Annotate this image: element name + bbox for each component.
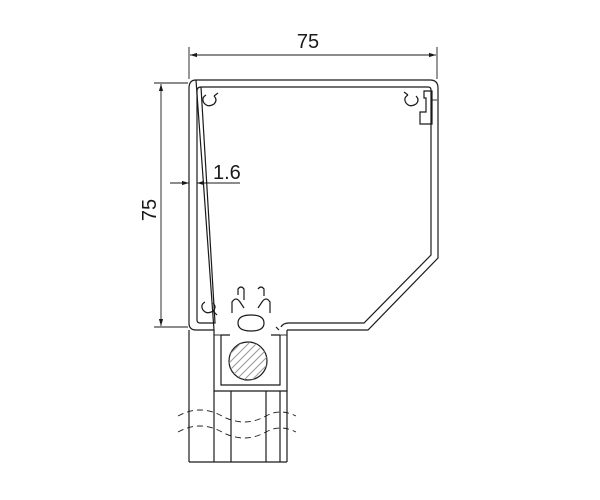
- height-dimension-label: 75: [139, 199, 161, 221]
- profile-outer-wall: [188, 79, 439, 331]
- seal-hatching: [229, 342, 267, 380]
- break-line-lower: [177, 425, 297, 439]
- round-seal: [228, 341, 268, 381]
- height-dimension: 75: [139, 82, 188, 328]
- screw-channel-top-right: [403, 91, 419, 107]
- width-dimension: 75: [188, 31, 438, 79]
- top-right-clip: [419, 90, 437, 125]
- screw-channel-top-left: [202, 92, 219, 107]
- wall-thickness-dimension: 1.6: [170, 162, 241, 186]
- wall-thickness-label: 1.6: [213, 162, 241, 184]
- width-dimension-label: 75: [297, 31, 319, 53]
- bottom-guide-channel: [213, 286, 288, 392]
- break-line-upper: [177, 409, 297, 423]
- guide-rail-extension: [177, 330, 297, 463]
- screw-channel-bottom-left: [201, 301, 218, 316]
